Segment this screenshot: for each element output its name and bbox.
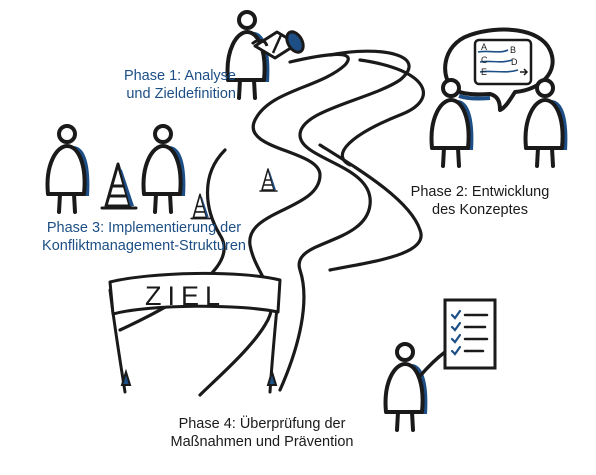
phase-3-line-2: Konfliktmanagement-Strukturen bbox=[42, 238, 246, 254]
phase-4-line-1: Phase 4: Überprüfung der bbox=[178, 416, 346, 432]
finish-banner-icon: ZIEL bbox=[108, 271, 282, 394]
flow-letter-d: D bbox=[511, 57, 518, 67]
phase-1-label: Phase 1: Analyse und Zieldefinition bbox=[62, 67, 236, 103]
phase-2-label: Phase 2: Entwicklung des Konzeptes bbox=[386, 183, 574, 219]
phase-4-label: Phase 4: Überprüfung der Maßnahmen und P… bbox=[132, 415, 392, 451]
flow-letter-e: E bbox=[481, 67, 487, 77]
person-phase2-right bbox=[523, 78, 570, 168]
phase-1-line-2: und Zieldefinition bbox=[126, 86, 236, 102]
phase-3-line-1: Phase 3: Implementierung der bbox=[46, 220, 242, 236]
checklist-icon bbox=[443, 298, 497, 370]
person-phase3-right bbox=[141, 124, 188, 214]
person-presenting bbox=[383, 342, 447, 432]
traffic-cone-road-icon bbox=[259, 168, 278, 192]
flowchart-scroll: A B C D E bbox=[473, 38, 533, 86]
phase-4-line-2: Maßnahmen und Prävention bbox=[170, 434, 354, 450]
flow-letter-c: C bbox=[481, 55, 488, 65]
telescope-icon bbox=[250, 30, 305, 60]
winding-road bbox=[118, 49, 425, 397]
goal-banner-text: ZIEL bbox=[145, 281, 226, 311]
flow-letter-a: A bbox=[481, 42, 487, 52]
traffic-cone-icon bbox=[100, 162, 138, 210]
phase-2-line-2: des Konzeptes bbox=[432, 202, 528, 218]
phase-3-label: Phase 3: Implementierung der Konfliktman… bbox=[14, 219, 274, 255]
person-phase3-left bbox=[45, 124, 92, 214]
phase-1-line-1: Phase 1: Analyse bbox=[123, 68, 236, 84]
person-with-telescope bbox=[225, 10, 305, 100]
flow-letter-b: B bbox=[510, 45, 516, 55]
phase-2-line-1: Phase 2: Entwicklung bbox=[410, 184, 550, 200]
